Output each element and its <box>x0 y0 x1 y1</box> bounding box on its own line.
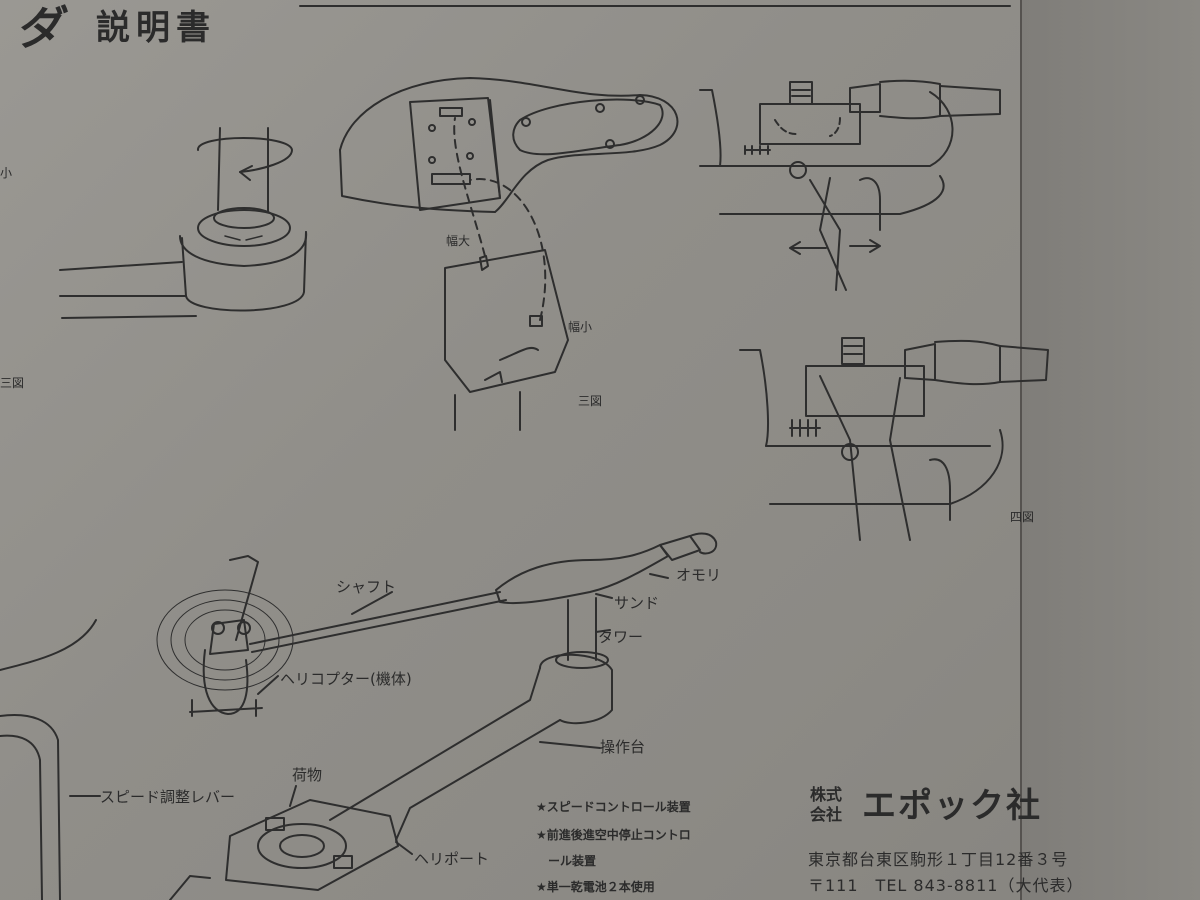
helicopter-label: ヘリコプター(機体) <box>280 670 412 688</box>
console-label: 操作台 <box>600 738 646 756</box>
feature-speed-control: ★スピードコントロール装置 <box>536 800 691 814</box>
wide-label: 幅大 <box>446 234 471 248</box>
sand-label: サンド <box>614 594 660 612</box>
fig3-label: 三図 <box>578 394 603 408</box>
wide-slot <box>439 107 463 117</box>
left-arrow-icon <box>789 241 827 255</box>
narrow-arrow <box>469 178 547 321</box>
heliport-label: ヘリポート <box>414 850 490 868</box>
speed-lever-label: スピード調整レバー <box>100 788 236 806</box>
fig-left-label: 三図 <box>0 376 25 390</box>
mechanism-figure-bottom <box>739 337 1049 541</box>
company-postal-tel: 〒111 TEL 843-8811（大代表） <box>808 876 1084 895</box>
feature-direction-control-cont: ール装置 <box>548 854 597 868</box>
right-arrow-icon <box>849 239 881 253</box>
pole-rotation-figure <box>59 127 308 319</box>
shaft-label: シャフト <box>336 578 397 596</box>
page-title: 説明書 <box>96 8 216 48</box>
fig4-label: 四図 <box>1010 510 1035 524</box>
cropped-left-parts <box>0 619 211 900</box>
company-kind-line2: 会社 <box>810 805 843 824</box>
narrow-label: 幅小 <box>568 320 593 334</box>
feature-direction-control: ★前進後進空中停止コントロ <box>536 828 691 842</box>
tower-label: タワー <box>598 628 644 646</box>
company-kind-line1: 株式 <box>810 785 843 804</box>
wide-arrow <box>453 117 486 257</box>
mechanism-figure-top <box>699 79 1001 291</box>
company-address: 東京都台東区駒形１丁目12番３号 <box>808 850 1069 869</box>
fig-left-edge-label: 小 <box>0 166 13 180</box>
feature-batteries: ★単一乾電池２本使用 <box>536 880 655 894</box>
helicopter-toy-figure <box>69 532 718 891</box>
rotation-arrow-icon <box>197 137 293 173</box>
slot-housing-figure <box>339 77 679 431</box>
weight-label: オモリ <box>676 566 722 584</box>
company-name: エポック社 <box>862 786 1042 826</box>
cargo-label: 荷物 <box>292 766 323 784</box>
sheet-edge <box>1020 0 1200 900</box>
